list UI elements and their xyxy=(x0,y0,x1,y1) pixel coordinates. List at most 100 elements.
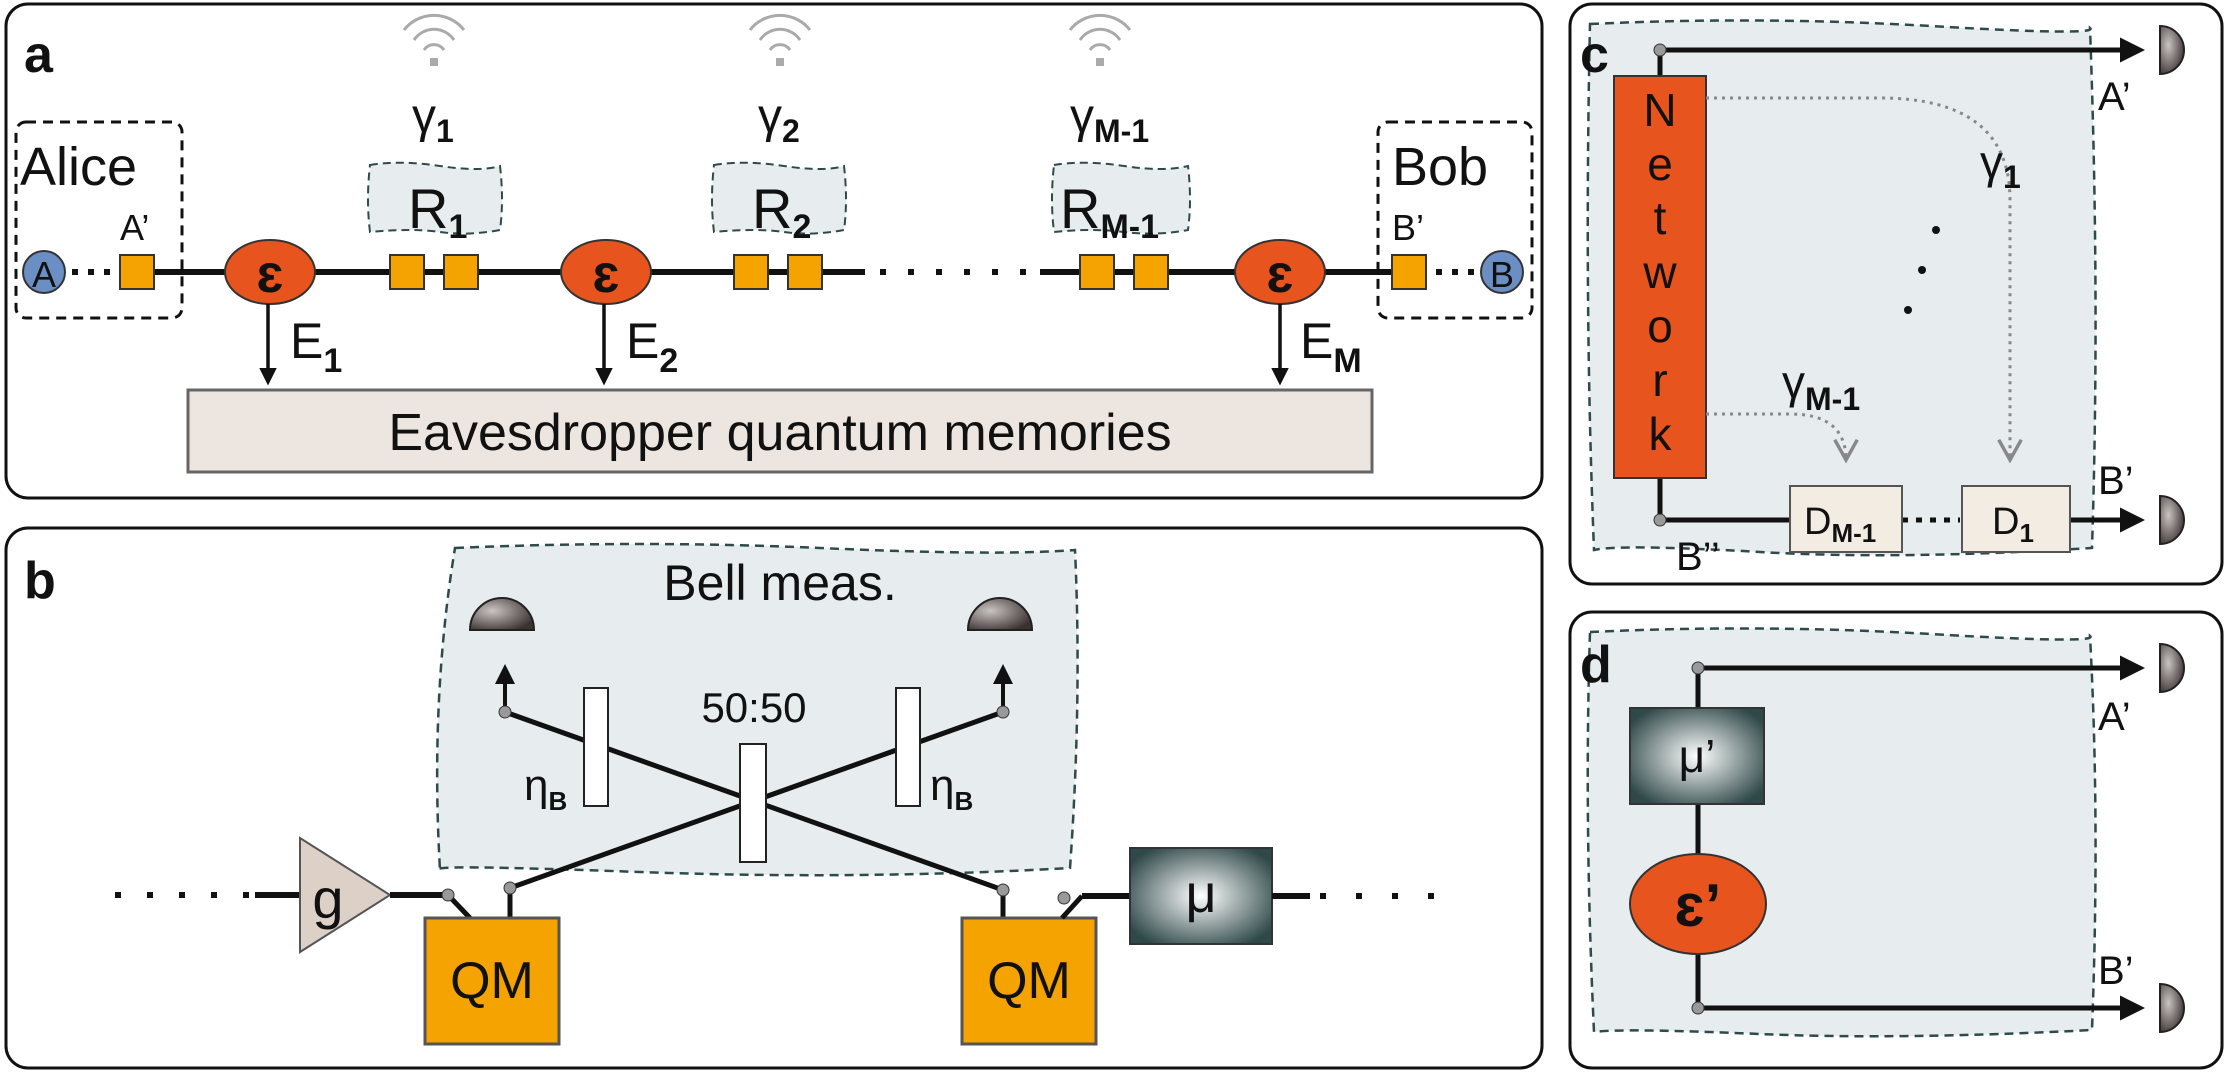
eta-right-label: ηB xyxy=(930,761,973,816)
d-b-prime-label: B’ xyxy=(2098,949,2134,993)
network-letter: e xyxy=(1647,138,1673,190)
junction-dot xyxy=(1653,43,1667,57)
eta-plate-right xyxy=(895,687,921,807)
memory-r1-right xyxy=(443,254,479,290)
network-letter: w xyxy=(1642,246,1677,298)
junction-dot xyxy=(996,705,1010,719)
bob-label: Bob xyxy=(1392,137,1488,197)
node-a xyxy=(22,250,66,294)
node-a-label: A xyxy=(32,254,56,295)
panel-c-label: c xyxy=(1580,26,1609,84)
panel-a: a Alice Bob A B A’ B’ R1 R2 xyxy=(4,2,1544,500)
panel-d-shaded-region xyxy=(1586,627,2097,1038)
channel-m-symbol: ɛ xyxy=(1267,244,1294,304)
panel-c: c A’ B’ B’’ N e t w o r k γ1 γM-1 xyxy=(1568,2,2224,586)
eta-left-label: ηB xyxy=(524,761,567,816)
mu-label: μ xyxy=(1185,864,1216,924)
junction-dot xyxy=(1653,513,1667,527)
c-gamma-m1-label: γM-1 xyxy=(1782,356,1860,417)
qm-right-label: QM xyxy=(987,952,1071,1010)
panel-c-shaded-region xyxy=(1586,19,2097,557)
junction-dot xyxy=(1057,891,1071,905)
gamma-2-label: γ2 xyxy=(758,90,800,149)
memory-rm1-left xyxy=(1079,254,1115,290)
network-letter: r xyxy=(1652,354,1667,406)
quantum-memory-right xyxy=(960,916,1098,1046)
qm-left-label: QM xyxy=(450,952,534,1010)
d-a-prime-label: A’ xyxy=(2098,695,2131,739)
channel-2-symbol: ɛ xyxy=(593,244,620,304)
ellipsis-dot xyxy=(1918,266,1926,274)
ellipsis-dot xyxy=(1904,306,1912,314)
junction-dot xyxy=(996,883,1010,897)
eps-prime-label: ɛ’ xyxy=(1675,872,1722,939)
ellipsis-dot xyxy=(1932,226,1940,234)
memory-r1-left xyxy=(389,254,425,290)
alice-box xyxy=(14,120,184,320)
junction-dot xyxy=(1691,1001,1705,1015)
eve-2-label: E2 xyxy=(626,313,678,380)
gamma-1-label: γ1 xyxy=(412,90,454,149)
gamma-1-path xyxy=(1706,96,2023,464)
eps-prime-channel xyxy=(1629,853,1767,955)
repeater-1-label: R1 xyxy=(408,177,467,246)
network-letter: N xyxy=(1643,84,1676,136)
d-m1-label: DM-1 xyxy=(1804,501,1876,548)
gain-label: g xyxy=(312,867,343,930)
panel-d-label: d xyxy=(1580,636,1612,694)
amplifier-triangle xyxy=(299,836,392,954)
right-qm-lead xyxy=(1060,894,1084,920)
b-prime-label: B’ xyxy=(1392,207,1424,248)
repeater-m1-box xyxy=(1051,161,1191,235)
panel-a-frame xyxy=(4,2,1544,500)
quantum-memory-left xyxy=(423,916,561,1046)
repeater-2-label: R2 xyxy=(752,177,811,246)
eavesdropper-label: Eavesdropper quantum memories xyxy=(388,404,1171,462)
bell-label: Bell meas. xyxy=(663,555,896,611)
detector-box-1 xyxy=(1961,485,2071,553)
bob-box xyxy=(1376,120,1534,320)
network-box xyxy=(1613,75,1707,479)
memory-rm1-right xyxy=(1133,254,1169,290)
mu-prime-box xyxy=(1629,707,1765,805)
mu-prime-label: μ’ xyxy=(1679,730,1716,782)
c-b-prime-label: B’ xyxy=(2098,459,2134,503)
memory-r2-left xyxy=(733,254,769,290)
c-a-prime-label: A’ xyxy=(2098,75,2131,119)
alice-label: Alice xyxy=(20,137,137,197)
memory-a-prime xyxy=(119,254,155,290)
panel-b: b Bell meas. ηB ηB 50:50 g QM xyxy=(4,526,1544,1070)
panel-d: d A’ B’ μ’ ɛ’ xyxy=(1568,610,2224,1070)
eavesdropper-box xyxy=(186,388,1374,474)
junction-dot xyxy=(1691,661,1705,675)
junction-dot xyxy=(498,705,512,719)
panel-b-label: b xyxy=(24,552,56,610)
eta-plate-left xyxy=(583,687,609,807)
junction-dot xyxy=(503,881,517,895)
network-letter: o xyxy=(1647,300,1673,352)
junction-dot xyxy=(441,888,455,902)
detector-box-m1 xyxy=(1789,485,1903,553)
channel-1-symbol: ɛ xyxy=(257,244,284,304)
panel-a-label: a xyxy=(24,26,54,84)
d-1-label: D1 xyxy=(1992,501,2034,548)
eve-1-label: E1 xyxy=(290,313,342,380)
a-prime-label: A’ xyxy=(120,207,149,248)
memory-b-prime xyxy=(1391,254,1427,290)
repeater-m1-label: RM-1 xyxy=(1060,177,1159,246)
repeater-1-box xyxy=(367,161,503,235)
beam-splitter xyxy=(739,743,767,863)
eve-m-label: EM xyxy=(1300,313,1362,380)
node-b-label: B xyxy=(1490,254,1514,295)
mu-box xyxy=(1129,847,1273,945)
c-gamma-1-label: γ1 xyxy=(1980,136,2021,195)
b-dprime-label: B’’ xyxy=(1676,535,1720,579)
channel-1 xyxy=(224,239,316,305)
channel-2 xyxy=(560,239,652,305)
network-letter: k xyxy=(1649,408,1673,460)
splitter-label: 50:50 xyxy=(701,684,806,731)
node-b xyxy=(1480,250,1524,294)
gamma-m1-label: γM-1 xyxy=(1070,90,1149,149)
repeater-2-box xyxy=(711,161,847,235)
